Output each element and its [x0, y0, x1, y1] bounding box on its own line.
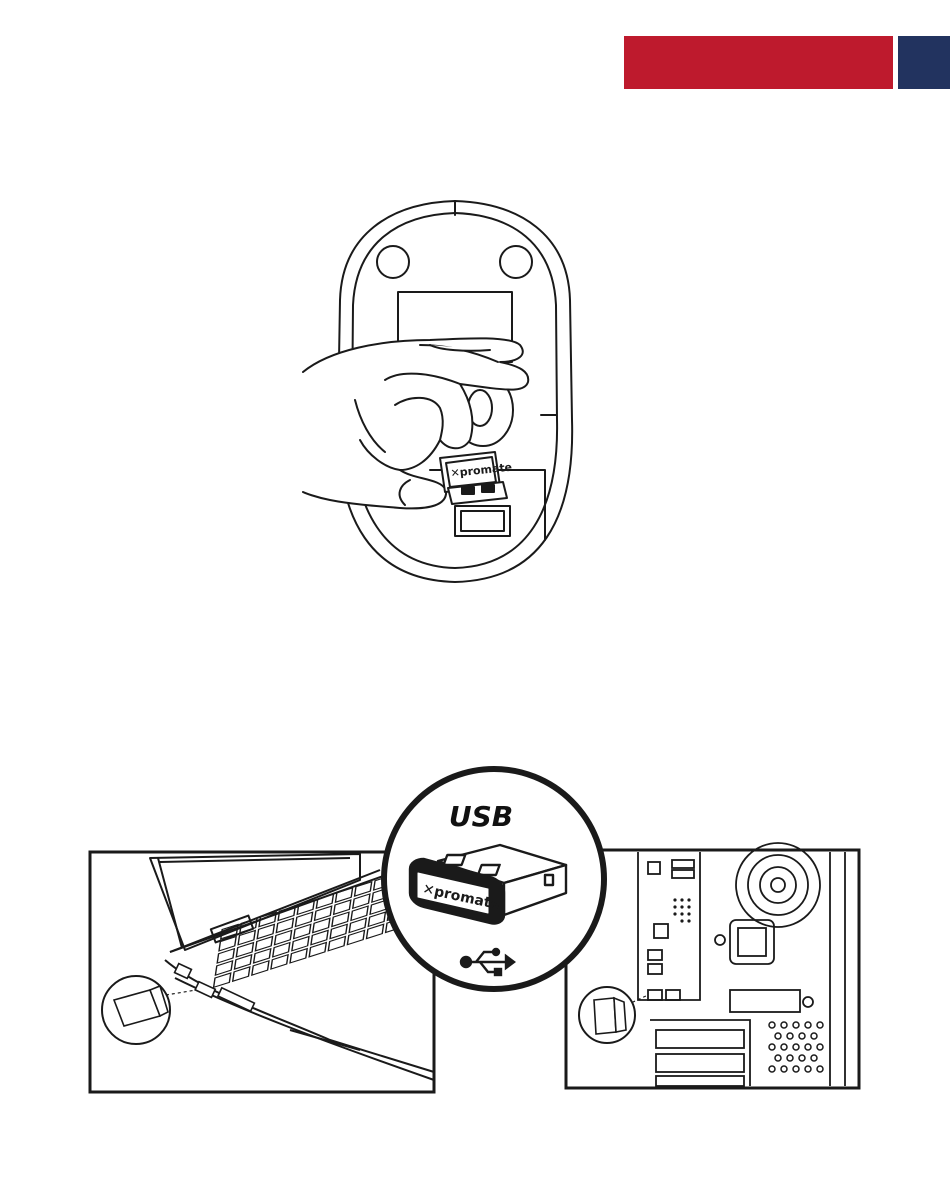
- mouse-foot-right: [500, 246, 532, 278]
- mouse-foot-left: [377, 246, 409, 278]
- laptop-illustration: [0, 840, 440, 1100]
- mouse-illustration: ✕promate: [0, 0, 950, 650]
- usb-callout-label: USB: [448, 800, 514, 833]
